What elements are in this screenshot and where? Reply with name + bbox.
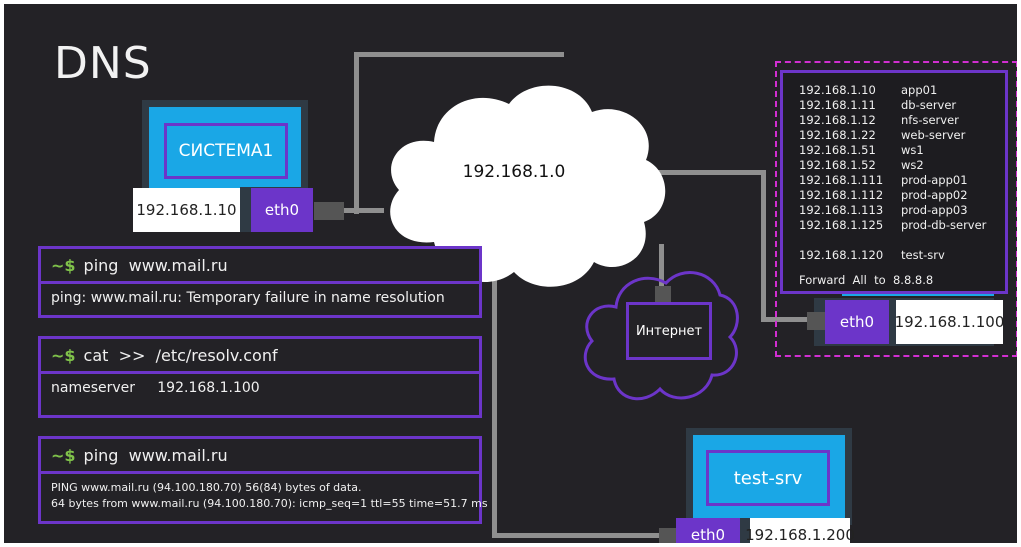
dns-server-group <box>775 61 1017 357</box>
hosts-ip: 192.168.1.22 <box>799 128 876 142</box>
hosts-entry: 192.168.1.125 prod-db-server <box>799 218 986 233</box>
hosts-name: prod-app03 <box>901 203 968 217</box>
test-srv-port <box>659 528 679 543</box>
output-line: 64 bytes from www.mail.ru (94.100.180.70… <box>51 497 488 510</box>
hosts-ip: 192.168.1.125 <box>799 218 884 232</box>
hosts-ip: 192.168.1.12 <box>799 113 876 127</box>
network-cloud <box>390 85 666 287</box>
wire-right-horizontal <box>654 170 766 175</box>
system1-screen <box>142 100 308 197</box>
hosts-ip: 192.168.1.52 <box>799 158 876 172</box>
hosts-name: web-server <box>901 128 966 142</box>
wire-internet-link <box>659 244 664 290</box>
test-srv-ip: 192.168.1.200 <box>745 518 855 543</box>
hosts-ip: 192.168.1.120 <box>799 248 884 262</box>
system1-ip: 192.168.1.10 <box>133 188 240 232</box>
command-text: cat >> /etc/resolv.conf <box>83 345 278 365</box>
system1-port <box>314 202 344 220</box>
terminal-command-line: ~$ cat >> /etc/resolv.conf <box>41 339 479 374</box>
command-text: ping www.mail.ru <box>83 255 228 275</box>
hosts-name: prod-app02 <box>901 188 968 202</box>
hosts-ip: 192.168.1.113 <box>799 203 884 217</box>
diagram-canvas: DNS 192.168.1.0 Интернет СИСТЕМА1 192.16… <box>4 4 1017 543</box>
hosts-name: test-srv <box>901 248 945 262</box>
wire-bottom-vertical <box>492 274 497 538</box>
hosts-entry: 192.168.1.120 test-srv <box>799 248 945 263</box>
hosts-entry: 192.168.1.111 prod-app01 <box>799 173 968 188</box>
wire-system1-link <box>344 208 384 213</box>
prompt: ~$ <box>51 345 76 365</box>
command-output: ping: www.mail.ru: Temporary failure in … <box>51 290 445 306</box>
test-srv-screen <box>686 428 852 525</box>
system1-name: СИСТЕМА1 <box>178 141 274 161</box>
internet-cloud <box>583 271 739 401</box>
internet-label: Интернет <box>635 323 703 339</box>
hosts-name: ws1 <box>901 143 924 157</box>
hosts-entry: 192.168.1.12 nfs-server <box>799 113 959 128</box>
hosts-ip: 192.168.1.11 <box>799 98 876 112</box>
hosts-name: nfs-server <box>901 113 959 127</box>
hosts-ip: 192.168.1.112 <box>799 188 884 202</box>
hosts-entry: 192.168.1.11 db-server <box>799 98 956 113</box>
page-title: DNS <box>54 38 152 89</box>
wire-top-left-vertical <box>354 52 359 214</box>
hosts-forward: Forward All to 8.8.8.8 <box>799 273 934 287</box>
prompt: ~$ <box>51 255 76 275</box>
terminal-resolv-conf: ~$ cat >> /etc/resolv.conf nameserver 192… <box>38 336 482 418</box>
test-srv-name-box: test-srv <box>706 450 830 506</box>
hosts-entry: 192.168.1.10 app01 <box>799 83 937 98</box>
test-srv-base <box>740 518 750 543</box>
internet-cloud-shape <box>583 271 739 401</box>
hosts-entry: 192.168.1.113 prod-app03 <box>799 203 968 218</box>
internet-box: Интернет <box>626 302 712 360</box>
prompt: ~$ <box>51 445 76 465</box>
dns-server-eth0: eth0 <box>825 300 889 344</box>
hosts-name: prod-app01 <box>901 173 968 187</box>
terminal-command-line: ~$ ping www.mail.ru <box>41 249 479 284</box>
command-text: ping www.mail.ru <box>83 445 228 465</box>
hosts-entry: 192.168.1.112 prod-app02 <box>799 188 968 203</box>
wire-dns-link <box>761 317 811 322</box>
hosts-ip: 192.168.1.51 <box>799 143 876 157</box>
terminal-ping-fail: ~$ ping www.mail.ru ping: www.mail.ru: Te… <box>38 246 482 318</box>
system1-eth0: eth0 <box>251 188 313 232</box>
system1-name-box: СИСТЕМА1 <box>164 123 288 179</box>
hosts-ip: 192.168.1.10 <box>799 83 876 97</box>
hosts-name: ws2 <box>901 158 924 172</box>
terminal-command-line: ~$ ping www.mail.ru <box>41 439 479 474</box>
wire-bottom-horizontal <box>492 533 660 538</box>
wire-right-vertical <box>761 170 766 320</box>
internet-port <box>655 286 671 302</box>
hosts-name: app01 <box>901 83 938 97</box>
hosts-entry: 192.168.1.51 ws1 <box>799 143 924 158</box>
test-srv-eth0: eth0 <box>676 518 740 543</box>
terminal-ping-success: ~$ ping www.mail.ru PING www.mail.ru (94.… <box>38 436 488 524</box>
output-line: PING www.mail.ru (94.100.180.70) 56(84) … <box>51 481 362 494</box>
hosts-name: db-server <box>901 98 957 112</box>
test-srv-name: test-srv <box>733 467 803 489</box>
network-cloud-shape <box>390 85 666 287</box>
hosts-entry: 192.168.1.52 ws2 <box>799 158 924 173</box>
hosts-name: prod-db-server <box>901 218 987 232</box>
command-output: PING www.mail.ru (94.100.180.70) 56(84) … <box>41 474 488 518</box>
network-label: 192.168.1.0 <box>462 162 566 182</box>
command-output: nameserver 192.168.1.100 <box>51 380 260 396</box>
dns-server-ip: 192.168.1.100 <box>895 300 1004 344</box>
hosts-entry: 192.168.1.22 web-server <box>799 128 965 143</box>
dns-server-port <box>807 312 825 330</box>
hosts-ip: 192.168.1.111 <box>799 173 884 187</box>
wire-top-horizontal <box>354 52 564 57</box>
